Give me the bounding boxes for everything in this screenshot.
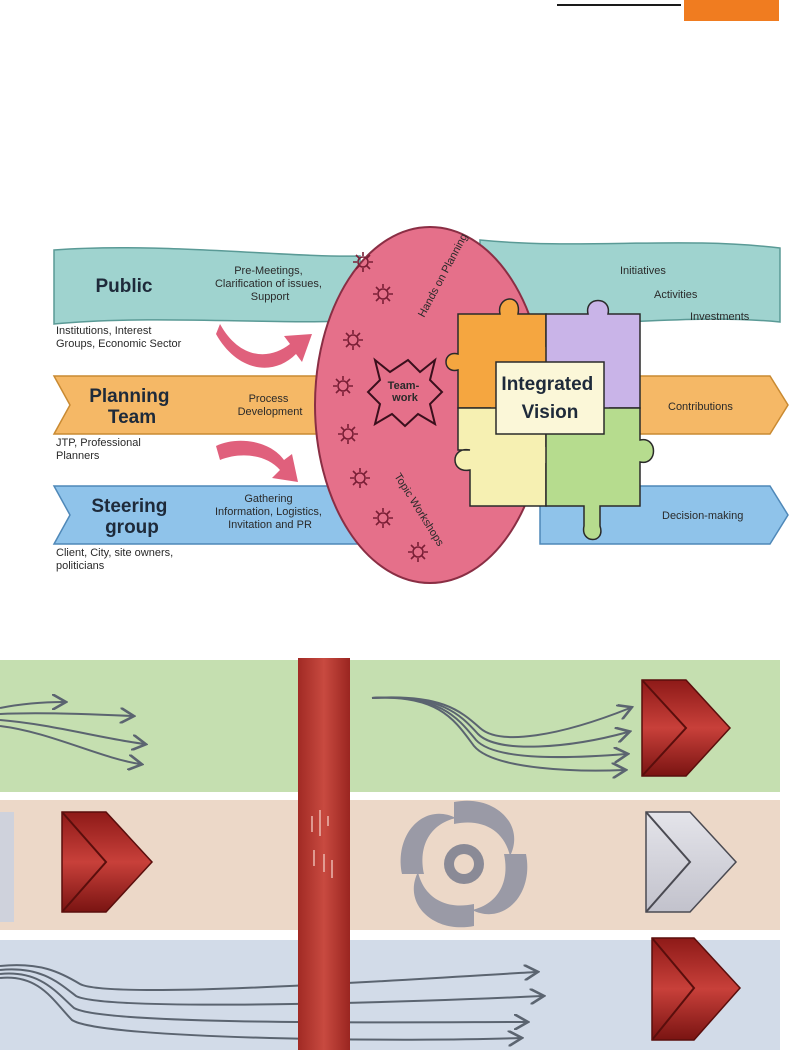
grey-side-block [0, 812, 14, 922]
row-stakeholders-public: Institutions, Interest Groups, Economic … [56, 325, 182, 350]
row-output-decision: Decision-making [662, 510, 743, 522]
planning-process-diagram: Team- work Hands on Planning Topic Works… [40, 210, 792, 630]
curved-arrow-icon [216, 441, 298, 482]
header-rule [557, 4, 681, 6]
curved-arrow-icon [216, 324, 312, 368]
vision-box [496, 362, 604, 434]
header-accent-tab [684, 0, 779, 21]
row-title-public: Public [95, 276, 152, 297]
row-stakeholders-planning: JTP, Professional Planners [56, 437, 144, 462]
row-stakeholders-steering: Client, City, site owners, politicians [56, 547, 176, 572]
row-output-contributions: Contributions [668, 401, 733, 413]
lower-flow-graphic [0, 650, 792, 1050]
row-output-investments: Investments [690, 311, 750, 323]
row-output-initiatives: Initiatives [620, 265, 666, 277]
oval-center-label: Team- work [388, 380, 423, 404]
row-output-activities: Activities [654, 289, 698, 301]
